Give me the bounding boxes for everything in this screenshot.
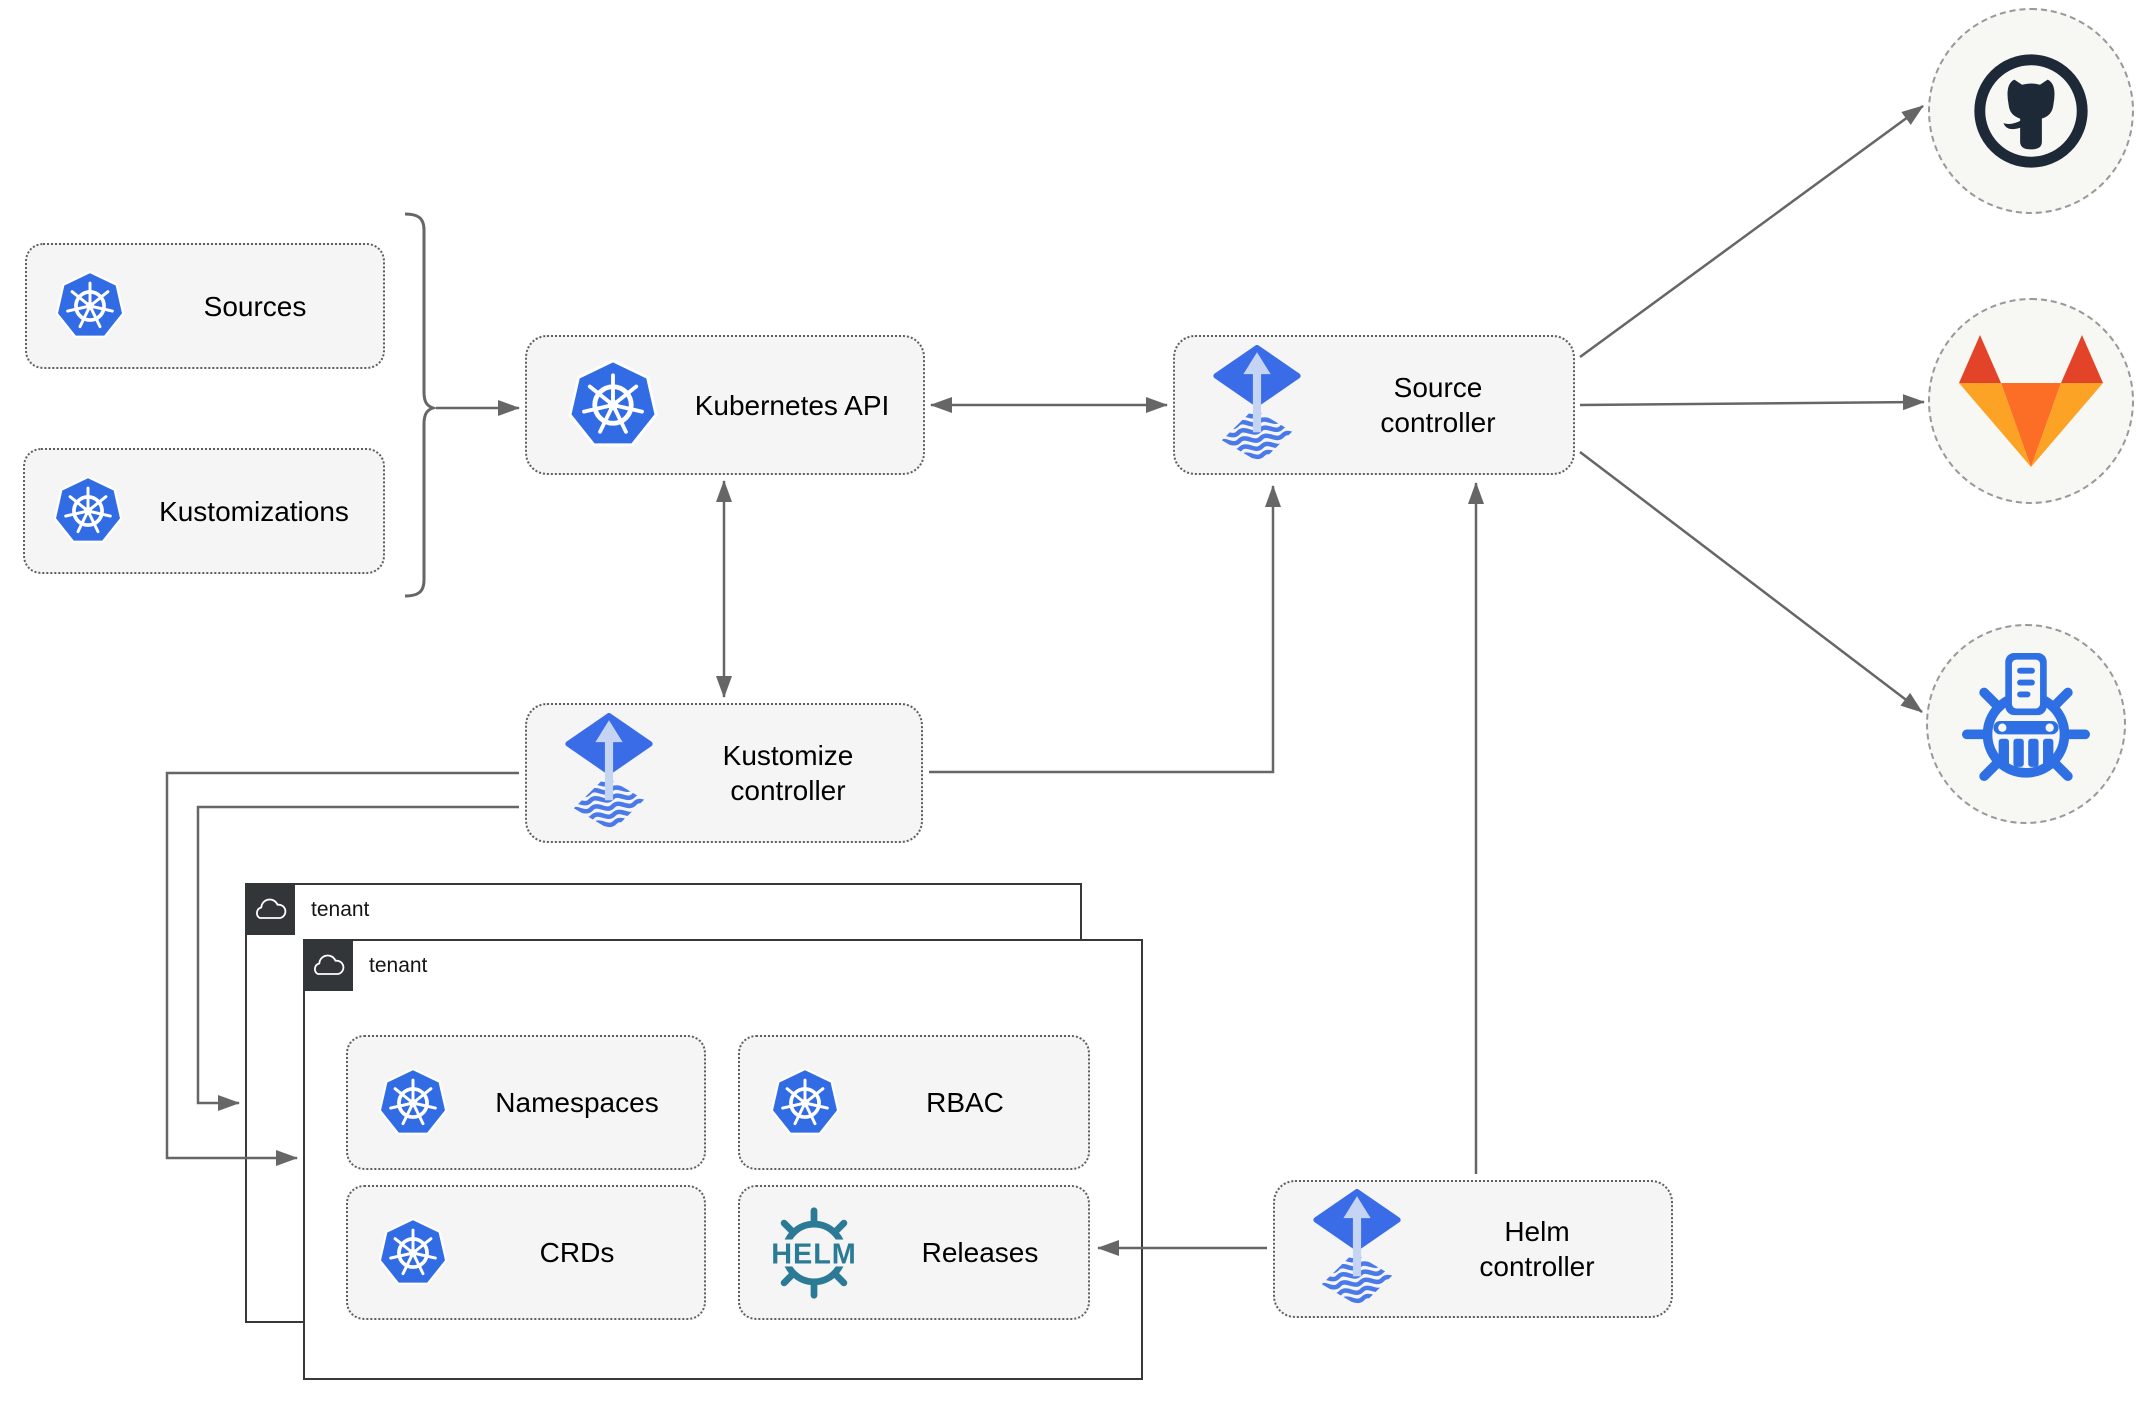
node-releases: HELM Releases [738,1185,1090,1320]
node-label: Kubernetes API [694,389,890,421]
node-label: Kustomizations [159,495,349,527]
kubernetes-icon [376,1216,450,1290]
node-label: Kustomize controller [722,740,854,806]
node-label: Namespaces [495,1087,659,1118]
endpoint-gitlab [1928,298,2134,504]
node-sources: Sources [25,243,385,369]
helm-logo-text: HELM [771,1238,857,1270]
node-crds: CRDs [346,1185,706,1320]
tenant-label: tenant [369,954,428,977]
tenant-badge [245,883,295,935]
helm-icon: HELM [762,1206,866,1299]
node-label: Helm controller [1479,1216,1595,1282]
flux-icon [563,713,655,833]
node-label: Source controller [1380,372,1496,438]
kubernetes-icon [376,1066,450,1140]
node-helm-controller: Helm controller [1273,1180,1673,1318]
cloud-icon [252,896,288,922]
edge-source-controller-to-chart-repository [1579,451,1923,713]
endpoint-github [1928,8,2134,214]
node-kustomizations: Kustomizations [23,448,385,574]
kubernetes-icon [53,269,127,343]
node-label: Sources [203,290,307,322]
node-kustomize-controller: Kustomize controller [525,703,923,843]
node-label: RBAC [926,1087,1004,1118]
endpoint-chart-repository [1926,624,2126,824]
kubernetes-icon [565,357,661,453]
flux-icon [1311,1189,1403,1309]
chart-repository-icon [1952,650,2100,798]
edge-source-controller-to-github [1579,104,1924,359]
edge-kustomize-controller-to-source-controller [929,485,1281,774]
kubernetes-icon [51,474,125,548]
node-kubernetes-api: Kubernetes API [525,335,925,475]
cloud-icon [310,952,346,978]
brace-sources-kustomizations [404,212,438,598]
kubernetes-icon [768,1066,842,1140]
tenant-label: tenant [311,898,370,921]
tenant-badge [303,939,353,991]
flux-icon [1211,345,1303,465]
node-namespaces: Namespaces [346,1035,706,1170]
node-rbac: RBAC [738,1035,1090,1170]
node-source-controller: Source controller [1173,335,1575,475]
edge-source-controller-to-gitlab [1579,394,1925,411]
node-label: CRDs [539,1237,615,1268]
node-label: Releases [921,1237,1039,1268]
github-icon [1967,47,2095,175]
gitlab-icon [1956,332,2106,470]
